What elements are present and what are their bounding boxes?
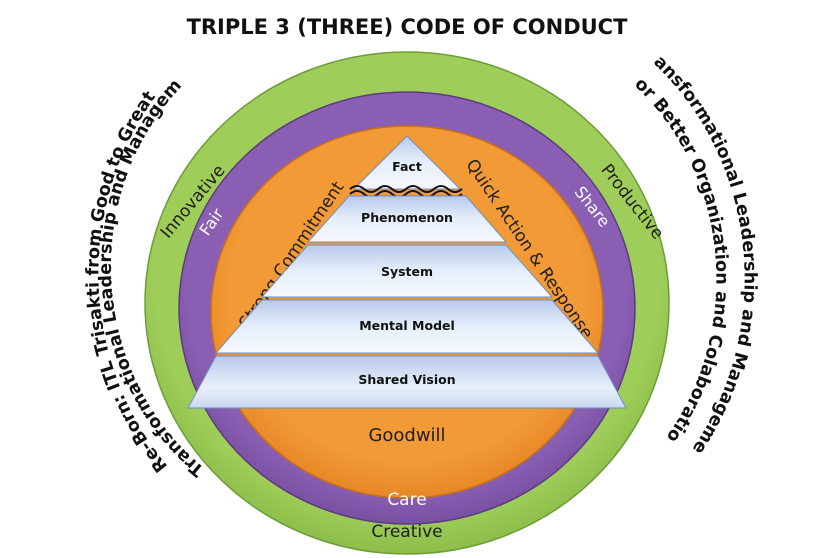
- pyramid-wave-divider: [349, 185, 463, 193]
- pyramid-label-fact: Fact: [392, 159, 422, 174]
- pyramid-layer-mental-model: [214, 299, 600, 354]
- inner-ring-label-goodwill: Goodwill: [368, 425, 445, 446]
- pyramid: Fact Phenomenon System Mental Model Shar…: [187, 135, 627, 409]
- pyramid-label-system: System: [381, 264, 433, 279]
- pyramid-layer-phenomenon: [306, 195, 508, 243]
- diagram-title: TRIPLE 3 (THREE) CODE OF CONDUCT: [187, 15, 629, 39]
- pyramid-layer-system: [260, 244, 554, 298]
- pyramid-label-mental-model: Mental Model: [359, 318, 455, 333]
- outer-ring-label-creative: Creative: [371, 522, 442, 542]
- pyramid-layer-shared-vision: [187, 355, 627, 409]
- middle-ring-label-care: Care: [387, 490, 426, 510]
- pyramid-label-shared-vision: Shared Vision: [358, 372, 455, 387]
- pyramid-label-phenomenon: Phenomenon: [361, 210, 453, 225]
